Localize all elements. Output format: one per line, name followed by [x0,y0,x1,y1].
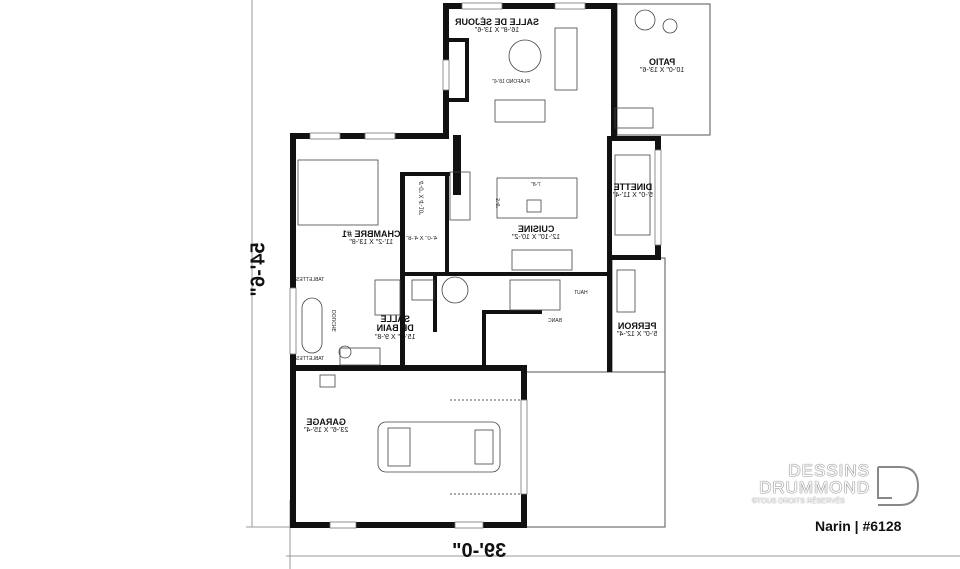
ceiling-height: PLAFOND 18'-6" [492,79,530,85]
shelf-label-bottom: TABLETTES [296,356,325,362]
walls [290,3,661,528]
perron-outline [611,257,666,373]
shelf-label-top: TABLETTES [296,277,325,283]
island-depth: 3'-6" [495,198,502,208]
plan-number-label: Narin | #6128 [815,518,902,534]
bench-label: BANC [548,318,562,324]
island-length: 7'-8" [531,182,541,188]
width-dimension: 39'-0" [452,540,507,562]
dessins-drummond-logo: DESSINS DRUMMOND ©TOUS DROITS RÉSERVÉS [752,461,870,505]
depth-dimension: 54'-6" [247,242,270,297]
stairs-up-label: HAUT [574,290,588,296]
shower-label: DOUCHE [331,310,338,332]
closet-dims-1: 4'-0" X 4'-10" [419,180,426,216]
closet-dims-2: 4'-0" X 4'-8" [406,236,438,242]
